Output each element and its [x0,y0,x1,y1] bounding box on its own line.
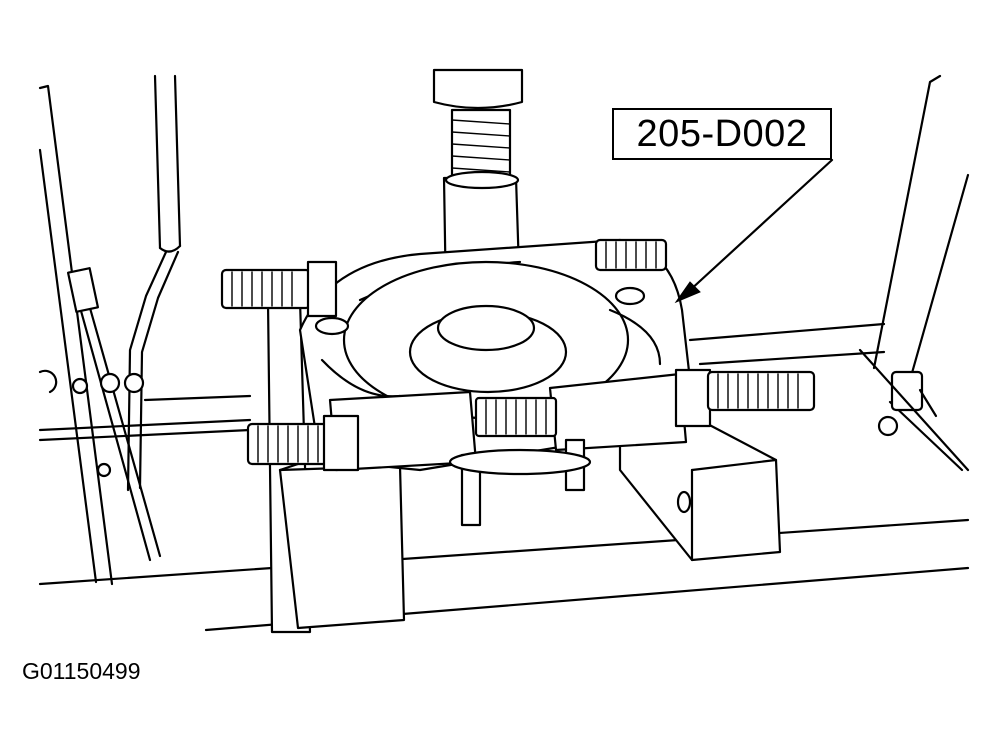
separator-bolts [222,240,814,470]
tool-number-text: 205-D002 [636,112,808,155]
figure-id: G01150499 [22,658,141,684]
tool-callout-label: 205-D002 [612,108,832,160]
support-blocks [268,300,780,632]
callout-leader-arrow [676,160,832,302]
right-press-frame [874,76,968,470]
bearing-separator [300,240,690,525]
left-press-frame [40,76,180,584]
